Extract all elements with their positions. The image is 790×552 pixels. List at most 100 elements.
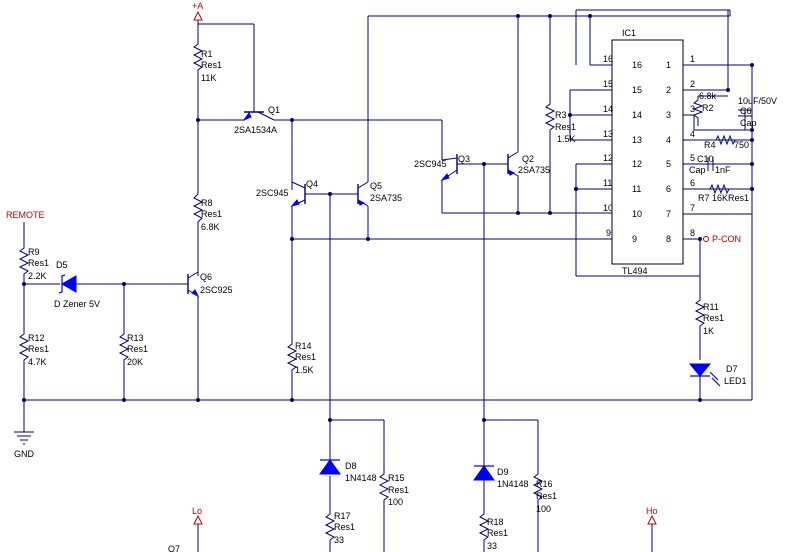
c10-designator: C10 [697, 154, 714, 164]
r4-designator: R4 [704, 140, 716, 150]
ic1-pin-15: 15 [632, 85, 642, 95]
c10-type: Cap [689, 165, 706, 175]
remote-label: REMOTE [6, 210, 45, 220]
r17-designator: R17 [334, 511, 351, 521]
ic1-pin-11-outer: 11 [603, 178, 612, 188]
resistor-r1: R1 Res1 11K [192, 40, 222, 86]
capacitor-c10: C10 Cap 1nF [689, 154, 731, 175]
resistor-r12: R12 Res1 4.7K [18, 330, 49, 370]
c6-value: 10uF/50V [738, 96, 777, 106]
d8-part: 1N4148 [345, 473, 377, 483]
ic1-pin-7: 7 [666, 209, 671, 219]
ic1-designator: IC1 [622, 28, 636, 38]
r3-type: Res1 [555, 122, 576, 132]
r9-type: Res1 [28, 258, 49, 268]
q2-part: 2SA735 [518, 165, 550, 175]
r12-value: 4.7K [28, 357, 47, 367]
ic1-pin-12-outer: 12 [603, 153, 613, 163]
ic1-pin-10-outer: 10 [603, 203, 613, 213]
r4-value: 750 [734, 140, 749, 150]
q4-part: 2SC945 [256, 188, 289, 198]
ic1-pin-6-outer: 6 [690, 178, 695, 188]
ic1-pin-14: 14 [632, 110, 642, 120]
r11-type: Res1 [703, 313, 724, 323]
ic1-pin-16: 16 [632, 60, 642, 70]
r13-type: Res1 [127, 344, 148, 354]
ic1-pin-8-outer: 8 [690, 228, 695, 238]
transistor-q2: Q2 2SA735 [507, 151, 550, 177]
remote-port: REMOTE [6, 210, 45, 220]
resistor-r7: R7 16KRes1 [698, 183, 749, 203]
resistor-r3: R3 Res1 1.5K [544, 100, 576, 144]
ic1-pin-13: 13 [632, 135, 642, 145]
r2-type: 6.8k [699, 91, 717, 101]
ic1-pin-9-outer: 9 [606, 228, 611, 238]
lo-port: Lo [192, 506, 203, 525]
r3-value: 1.5K [557, 134, 576, 144]
d9-designator: D9 [497, 467, 509, 477]
resistor-r15: R15 Res1 100 [378, 470, 409, 510]
q4-designator: Q4 [306, 179, 318, 189]
ic1-pin-15-outer: 15 [603, 79, 613, 89]
ic1-pin-7-outer: 7 [690, 203, 695, 213]
transistor-q6: Q6 2SC925 [187, 271, 233, 298]
ic1-pin-11: 11 [632, 184, 641, 194]
pcon-label: P-CON [712, 234, 741, 244]
ic1-pin-12: 12 [632, 159, 642, 169]
ic1-pin-14-outer: 14 [603, 104, 613, 114]
r16-designator: R16 [536, 479, 553, 489]
r12-designator: R12 [28, 333, 45, 343]
resistor-r8: R8 Res1 6.8K [192, 190, 222, 236]
r1-value: 11K [201, 73, 216, 83]
ic1-pin-9: 9 [632, 234, 637, 244]
ic1-pin-5: 5 [666, 159, 671, 169]
r7-value: 16KRes1 [712, 193, 749, 203]
resistor-r17: R17 Res1 33 [324, 510, 355, 545]
r15-type: Res1 [388, 485, 409, 495]
resistor-r2-pot: R2 6.8k [692, 91, 717, 126]
ic1-pin-5-outer: 5 [690, 153, 695, 163]
d7-designator: D7 [726, 364, 738, 374]
transistor-q4: Q4 2SC945 [256, 179, 318, 207]
q1-designator: Q1 [268, 105, 280, 115]
r18-value: 33 [487, 541, 497, 551]
resistor-r9: R9 Res1 2.2K [18, 244, 49, 284]
r16-type: Res1 [536, 491, 557, 501]
ic1-pin-10: 10 [632, 209, 642, 219]
transistor-q1: Q1 2SA1534A [234, 105, 280, 135]
diode-d7-led: D7 LED1 [688, 363, 747, 400]
ic1-pin-6: 6 [666, 184, 671, 194]
vplus-symbol: +A [192, 1, 203, 21]
r11-value: 1K [703, 326, 714, 336]
ic1-pin-16-outer: 16 [603, 54, 613, 64]
d8-designator: D8 [345, 461, 357, 471]
ic1-left-pins: 16 15 14 13 12 11 10 9 16 15 14 13 12 11… [603, 54, 642, 244]
r16-value: 100 [536, 504, 551, 514]
resistor-r14: R14 Res1 1.5K [286, 340, 316, 380]
diode-d8: D8 1N4148 [319, 440, 377, 483]
r1-type: Res1 [201, 60, 222, 70]
r18-type: Res1 [487, 528, 508, 538]
q5-designator: Q5 [370, 181, 382, 191]
diode-d9: D9 1N4148 [473, 440, 529, 489]
q6-part: 2SC925 [200, 285, 233, 295]
q5-part: 2SA735 [370, 193, 402, 203]
c6-type: Cap [740, 118, 757, 128]
ic1-tl494: IC1 TL494 16 15 14 13 12 11 10 9 16 15 1… [603, 28, 695, 276]
ic1-pin-2: 2 [666, 85, 671, 95]
r14-designator: R14 [295, 341, 312, 351]
r17-type: Res1 [334, 522, 355, 532]
ic1-pin-13-outer: 13 [603, 129, 613, 139]
d9-part: 1N4148 [497, 479, 529, 489]
q3-part: 2SC945 [414, 159, 447, 169]
pcon-port: P-CON [703, 234, 741, 244]
r2-designator: R2 [702, 103, 714, 113]
ho-port: Ho [646, 506, 658, 525]
d5-part: D Zener 5V [54, 299, 100, 309]
q3-designator: Q3 [458, 154, 470, 164]
c10-value: 1nF [715, 165, 731, 175]
ho-label: Ho [646, 506, 658, 516]
ic1-pin-3-outer: 3 [690, 104, 695, 114]
ic1-pin-1: 1 [666, 60, 671, 70]
